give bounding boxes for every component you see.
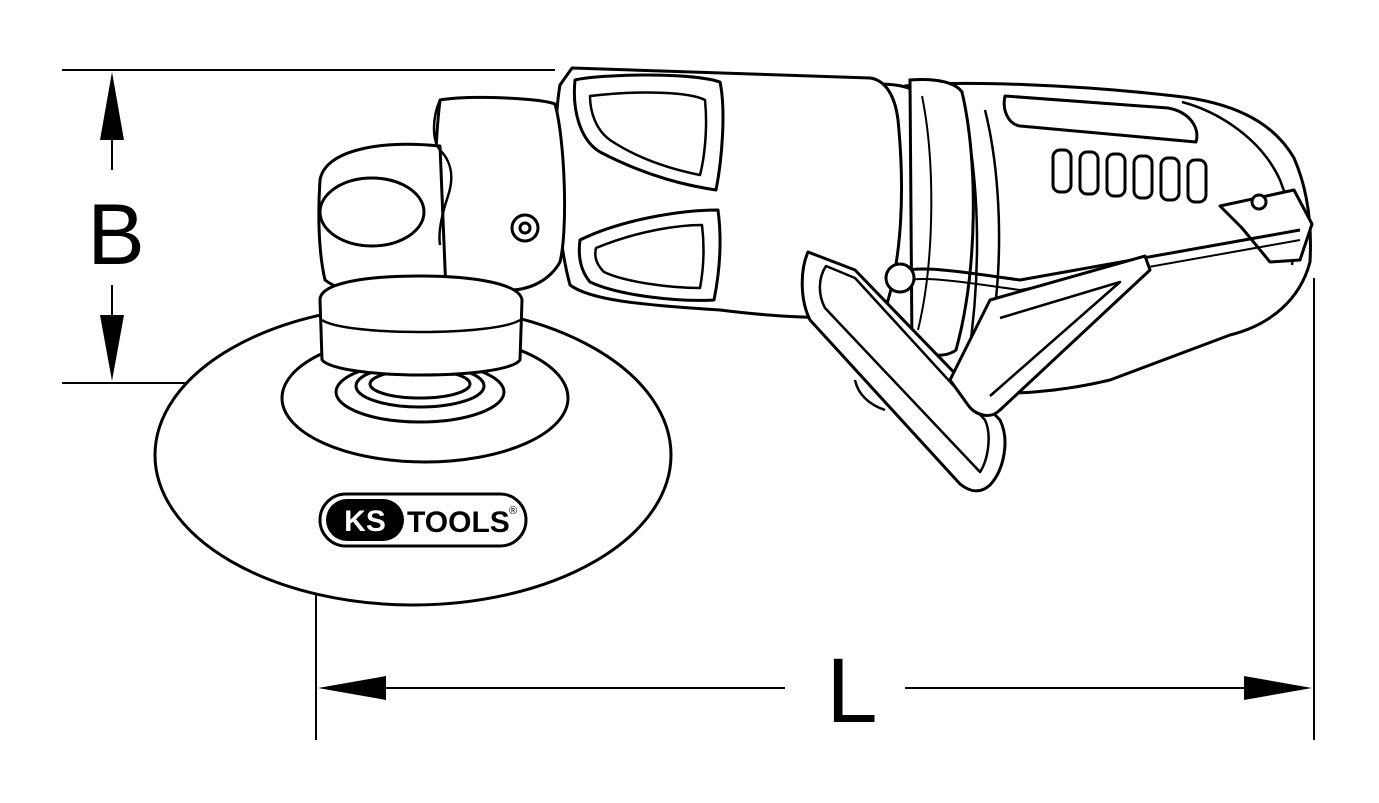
logo-tools-text: TOOLS	[407, 506, 510, 539]
polishing-pad	[153, 303, 673, 607]
angle-head-notch	[432, 99, 453, 246]
vent-slot	[1051, 148, 1073, 194]
collar-ring-inner	[917, 95, 933, 331]
spindle-collar	[318, 274, 524, 377]
vent-slots	[1051, 148, 1208, 204]
logo-ks-badge	[326, 499, 404, 541]
lever-bar-inner	[818, 264, 990, 474]
angle-head-housing	[432, 95, 567, 294]
dimension-l-label: L	[826, 640, 877, 742]
spindle-collar-band	[321, 318, 521, 334]
rear-bracket-pin	[1250, 193, 1268, 211]
vent-slot	[1105, 152, 1127, 198]
dimension-l-right-arrow	[1244, 676, 1312, 700]
lever-guard	[948, 254, 1152, 417]
logo-registered-mark: ®	[509, 505, 517, 517]
lever-pivot	[884, 262, 916, 294]
lever-bar	[800, 250, 1007, 493]
angle-head	[317, 95, 567, 377]
vent-slot	[1078, 150, 1100, 196]
rear-housing-top-panel	[1002, 94, 1199, 144]
ks-tools-logo: KS TOOLS ®	[318, 492, 528, 548]
collar-ring	[908, 78, 975, 357]
lever-guard-inner	[989, 280, 1122, 397]
logo-ks-text: KS	[344, 505, 386, 538]
vent-slot	[1132, 154, 1154, 200]
dimension-b-top-arrow	[100, 72, 124, 140]
vent-slot	[1186, 158, 1208, 204]
grip-lower-pad	[577, 208, 722, 302]
dimension-b-label: B	[87, 187, 144, 283]
vent-slot	[1159, 156, 1181, 202]
dimension-b	[62, 69, 555, 384]
grip-lower-pad-inner	[594, 223, 705, 290]
throttle-lever	[800, 228, 1301, 493]
angle-head-top	[318, 176, 426, 248]
dimension-b-bottom-arrow	[100, 315, 124, 381]
dimension-l-left-arrow	[318, 676, 386, 700]
lever-foot	[853, 379, 886, 412]
grip-upper-pad-inner	[588, 91, 708, 177]
grip-upper-pad	[572, 73, 725, 192]
angle-head-screw-center	[518, 221, 532, 235]
rear-bracket	[1218, 188, 1314, 264]
